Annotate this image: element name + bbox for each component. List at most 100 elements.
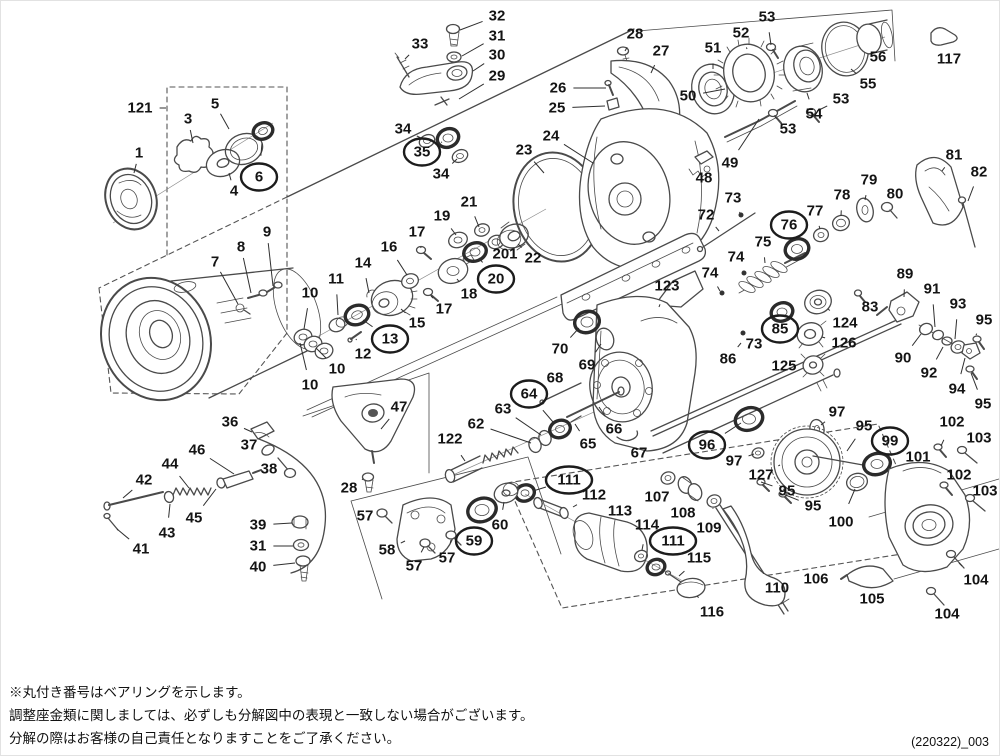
part-label-3: 3 <box>184 111 192 128</box>
part-label-92: 92 <box>921 365 938 382</box>
part-label-57: 57 <box>357 508 374 525</box>
part-label-91: 91 <box>924 281 941 298</box>
leader-line <box>760 481 773 487</box>
part-label-7: 7 <box>211 254 219 271</box>
leader-line <box>303 308 308 330</box>
leader-line <box>806 92 810 100</box>
leader-line <box>502 501 505 510</box>
leader-line <box>650 64 656 74</box>
leader-line <box>179 475 190 489</box>
part-label-34: 34 <box>433 166 450 183</box>
part-label-44: 44 <box>162 456 179 473</box>
part-label-117: 117 <box>937 51 961 68</box>
leader-line <box>400 540 406 544</box>
part-label-101: 101 <box>905 449 930 466</box>
part-label-4: 4 <box>230 183 239 200</box>
part-label-34: 34 <box>395 121 412 138</box>
part-label-33: 33 <box>412 36 429 53</box>
part-label-48: 48 <box>696 170 713 187</box>
part-label-16: 16 <box>381 239 398 256</box>
leader-line <box>850 68 857 75</box>
part-label-19: 19 <box>434 208 451 225</box>
part-label-26: 26 <box>550 80 567 97</box>
leader-line <box>243 427 253 433</box>
part-label-90: 90 <box>895 350 912 367</box>
leader-line <box>820 421 826 426</box>
leader-line <box>458 83 485 100</box>
leader-line <box>461 43 484 57</box>
leader-line <box>737 342 742 348</box>
leader-line <box>940 439 945 447</box>
leader-line <box>563 143 594 164</box>
part-label-97: 97 <box>829 404 846 421</box>
bearing-circle <box>687 430 727 460</box>
part-label-76: 76 <box>781 217 798 234</box>
footer-notes: ※丸付き番号はベアリングを示します。 調整座金類に関しましては、必ずしも分解図中… <box>1 671 999 755</box>
part-label-102: 102 <box>946 467 971 484</box>
bearing-circle <box>648 526 698 556</box>
leader-line <box>361 478 364 481</box>
leader-line <box>595 343 602 353</box>
part-label-27: 27 <box>653 43 670 60</box>
part-label-22: 22 <box>525 250 542 267</box>
body-guard-group <box>915 156 976 248</box>
part-label-99: 99 <box>882 433 899 450</box>
leader-line <box>738 118 760 151</box>
leader-line <box>696 595 699 599</box>
part-label-112: 112 <box>582 487 606 504</box>
part-label-116: 116 <box>700 604 724 621</box>
part-label-52: 52 <box>733 25 750 42</box>
part-label-58: 58 <box>379 542 396 559</box>
leader-line <box>572 504 578 508</box>
part-label-121: 121 <box>127 100 152 117</box>
part-label-114: 114 <box>635 517 660 534</box>
leader-line <box>420 546 425 553</box>
leader-line <box>954 319 958 340</box>
leader-line <box>941 167 946 172</box>
leader-line <box>762 572 764 575</box>
part-label-8: 8 <box>237 239 245 256</box>
part-label-86: 86 <box>720 351 737 368</box>
leader-line <box>242 257 252 294</box>
part-label-93: 93 <box>950 296 967 313</box>
part-label-95: 95 <box>805 498 822 515</box>
part-label-104: 104 <box>963 572 989 589</box>
part-label-57: 57 <box>406 558 423 575</box>
leader-line <box>816 105 828 112</box>
part-label-39: 39 <box>250 517 267 534</box>
leader-line <box>778 464 781 467</box>
part-label-89: 89 <box>897 266 914 283</box>
part-label-36: 36 <box>222 414 239 431</box>
leader-line <box>336 294 339 316</box>
part-label-95: 95 <box>976 312 993 329</box>
leader-line <box>260 142 263 156</box>
handle-group <box>513 471 790 615</box>
part-label-40: 40 <box>250 559 267 576</box>
part-label-38: 38 <box>261 461 278 478</box>
oscillation-group <box>650 197 902 454</box>
leader-line <box>846 438 856 452</box>
part-label-107: 107 <box>644 489 669 506</box>
leader-line <box>400 308 406 314</box>
part-label-21: 21 <box>461 194 478 211</box>
leader-line <box>472 63 485 72</box>
part-label-69: 69 <box>579 357 596 374</box>
part-label-62: 62 <box>468 416 485 433</box>
part-label-102: 102 <box>939 414 964 431</box>
leader-line <box>782 493 799 501</box>
leader-line <box>975 333 978 336</box>
part-label-47: 47 <box>391 399 408 416</box>
leader-line <box>715 226 720 232</box>
part-label-46: 46 <box>189 442 206 459</box>
leader-line <box>724 422 742 434</box>
part-label-10: 10 <box>329 361 346 378</box>
leader-line <box>490 428 532 444</box>
leader-line <box>460 454 466 462</box>
part-label-32: 32 <box>489 8 506 25</box>
part-label-124: 124 <box>832 315 858 332</box>
reel-body-group <box>560 232 707 452</box>
leader-line <box>533 161 545 174</box>
part-label-122: 122 <box>437 431 462 448</box>
spool-body <box>100 267 322 402</box>
leader-line <box>219 271 239 305</box>
